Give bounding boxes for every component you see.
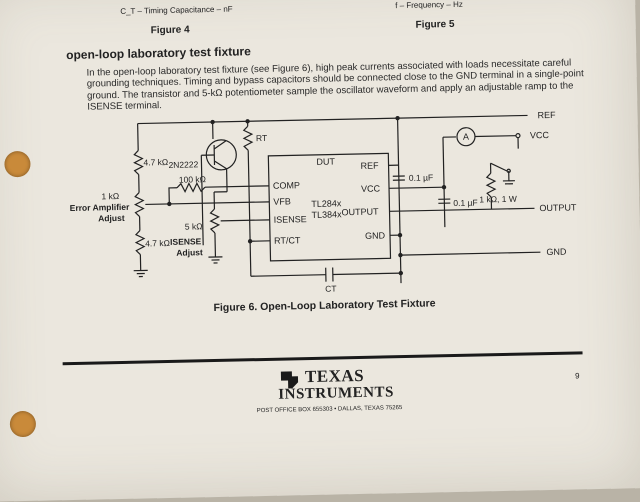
r-load-label: 1 kΩ, 1 W	[479, 194, 517, 205]
gnd-rail-label: GND	[546, 247, 567, 257]
rt-label: RT	[256, 133, 267, 143]
pot1k-name-1: Error Amplifier	[70, 202, 131, 213]
pot1k-value: 1 kΩ	[101, 191, 119, 201]
pin-ref: REF	[360, 161, 379, 171]
output-rail-label: OUTPUT	[539, 202, 577, 213]
r-top-label: 4.7 kΩ	[143, 157, 168, 168]
cap-ref-label: 0.1 µF	[409, 172, 433, 183]
pin-gnd: GND	[365, 230, 386, 240]
pin-isense: ISENSE	[274, 214, 307, 225]
isense-adjust-1: ISENSE	[170, 236, 202, 247]
ti-logo-line1: TEXAS	[305, 366, 365, 387]
isense-adjust-2: Adjust	[176, 247, 203, 258]
ref-rail-label: REF	[537, 110, 556, 120]
ti-logo-line2: INSTRUMENTS	[278, 384, 394, 403]
ammeter-label: A	[463, 132, 469, 142]
pin-rtct: RT/CT	[274, 235, 301, 246]
pot1k-name-2: Adjust	[98, 213, 125, 224]
chip-part1: TL284x	[311, 198, 342, 209]
pin-vcc: VCC	[361, 184, 381, 194]
pin-comp: COMP	[273, 180, 300, 191]
chip-part2: TL384x	[311, 209, 342, 220]
page-number: 9	[575, 371, 580, 380]
vcc-rail-label: VCC	[530, 130, 550, 140]
pot5k-label: 5 kΩ	[185, 221, 203, 231]
cap-vcc-label: 0.1 µF	[453, 197, 477, 208]
r-bottom-label: 4.7 kΩ	[145, 238, 170, 249]
chip-dut-label: DUT	[316, 156, 335, 166]
r100k-label: 100 kΩ	[179, 174, 206, 185]
ct-label: CT	[325, 283, 337, 293]
pin-vfb: VFB	[273, 196, 291, 206]
transistor-label: 2N2222	[168, 159, 198, 170]
pin-output: OUTPUT	[341, 207, 379, 218]
